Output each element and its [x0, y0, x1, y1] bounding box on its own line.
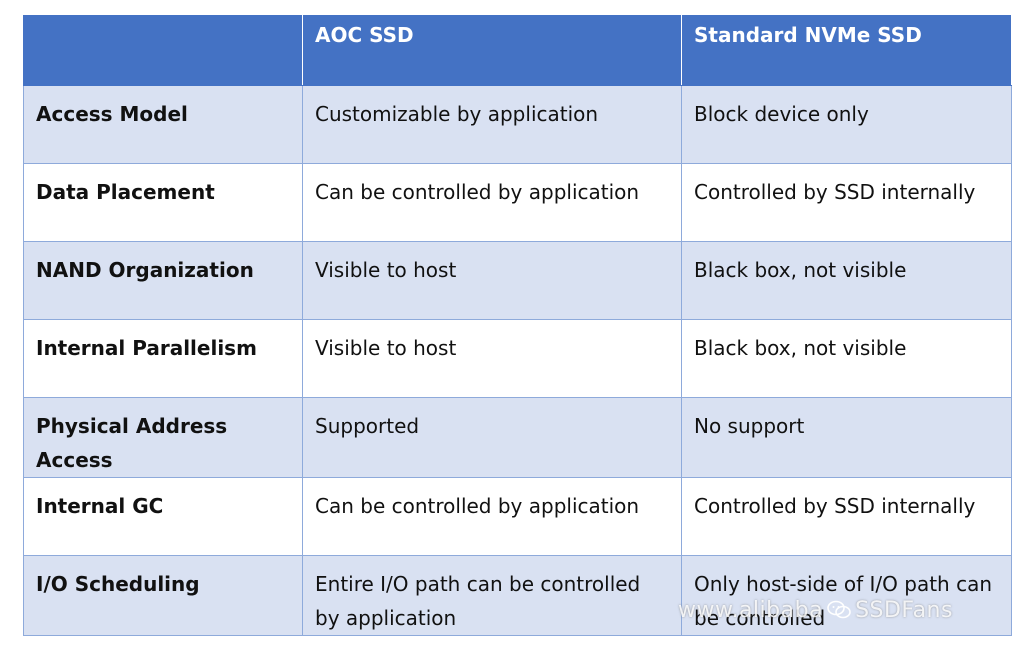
- header-cell-nvme-ssd: Standard NVMe SSD: [681, 15, 1012, 86]
- watermark-prefix: www.alibaba: [678, 598, 824, 623]
- table-row: I/O Scheduling Entire I/O path can be co…: [23, 555, 1012, 636]
- aoc-cell: Entire I/O path can be controlled by app…: [302, 555, 682, 636]
- nvme-cell: Controlled by SSD internally: [681, 163, 1012, 242]
- table-row: Data Placement Can be controlled by appl…: [23, 163, 1012, 242]
- table-row: Physical Address Access Supported No sup…: [23, 397, 1012, 478]
- aoc-cell: Customizable by application: [302, 85, 682, 164]
- header-row: AOC SSD Standard NVMe SSD: [23, 15, 1012, 86]
- nvme-cell: Only host-side of I/O path can be contro…: [681, 555, 1012, 636]
- feature-cell: I/O Scheduling: [23, 555, 303, 636]
- aoc-cell: Can be controlled by application: [302, 477, 682, 556]
- nvme-cell: Black box, not visible: [681, 319, 1012, 398]
- feature-cell: Internal GC: [23, 477, 303, 556]
- table-row: Access Model Customizable by application…: [23, 85, 1012, 164]
- nvme-cell: Controlled by SSD internally: [681, 477, 1012, 556]
- wechat-icon: [827, 600, 851, 620]
- header-cell-feature: [23, 15, 303, 86]
- feature-cell: Data Placement: [23, 163, 303, 242]
- nvme-cell: Block device only: [681, 85, 1012, 164]
- nvme-cell: Black box, not visible: [681, 241, 1012, 320]
- aoc-cell: Supported: [302, 397, 682, 478]
- feature-cell: Access Model: [23, 85, 303, 164]
- comparison-table-container: AOC SSD Standard NVMe SSD Access Model C…: [23, 15, 1012, 636]
- watermark-text: SSDFans: [855, 598, 953, 623]
- comparison-table: AOC SSD Standard NVMe SSD Access Model C…: [23, 15, 1012, 636]
- header-cell-aoc-ssd: AOC SSD: [302, 15, 682, 86]
- aoc-cell: Visible to host: [302, 319, 682, 398]
- table-row: Internal GC Can be controlled by applica…: [23, 477, 1012, 556]
- table-row: Internal Parallelism Visible to host Bla…: [23, 319, 1012, 398]
- aoc-cell: Can be controlled by application: [302, 163, 682, 242]
- aoc-cell: Visible to host: [302, 241, 682, 320]
- table-row: NAND Organization Visible to host Black …: [23, 241, 1012, 320]
- watermark: www.alibaba SSDFans: [678, 598, 953, 623]
- feature-cell: Physical Address Access: [23, 397, 303, 478]
- feature-cell: NAND Organization: [23, 241, 303, 320]
- feature-cell: Internal Parallelism: [23, 319, 303, 398]
- nvme-cell: No support: [681, 397, 1012, 478]
